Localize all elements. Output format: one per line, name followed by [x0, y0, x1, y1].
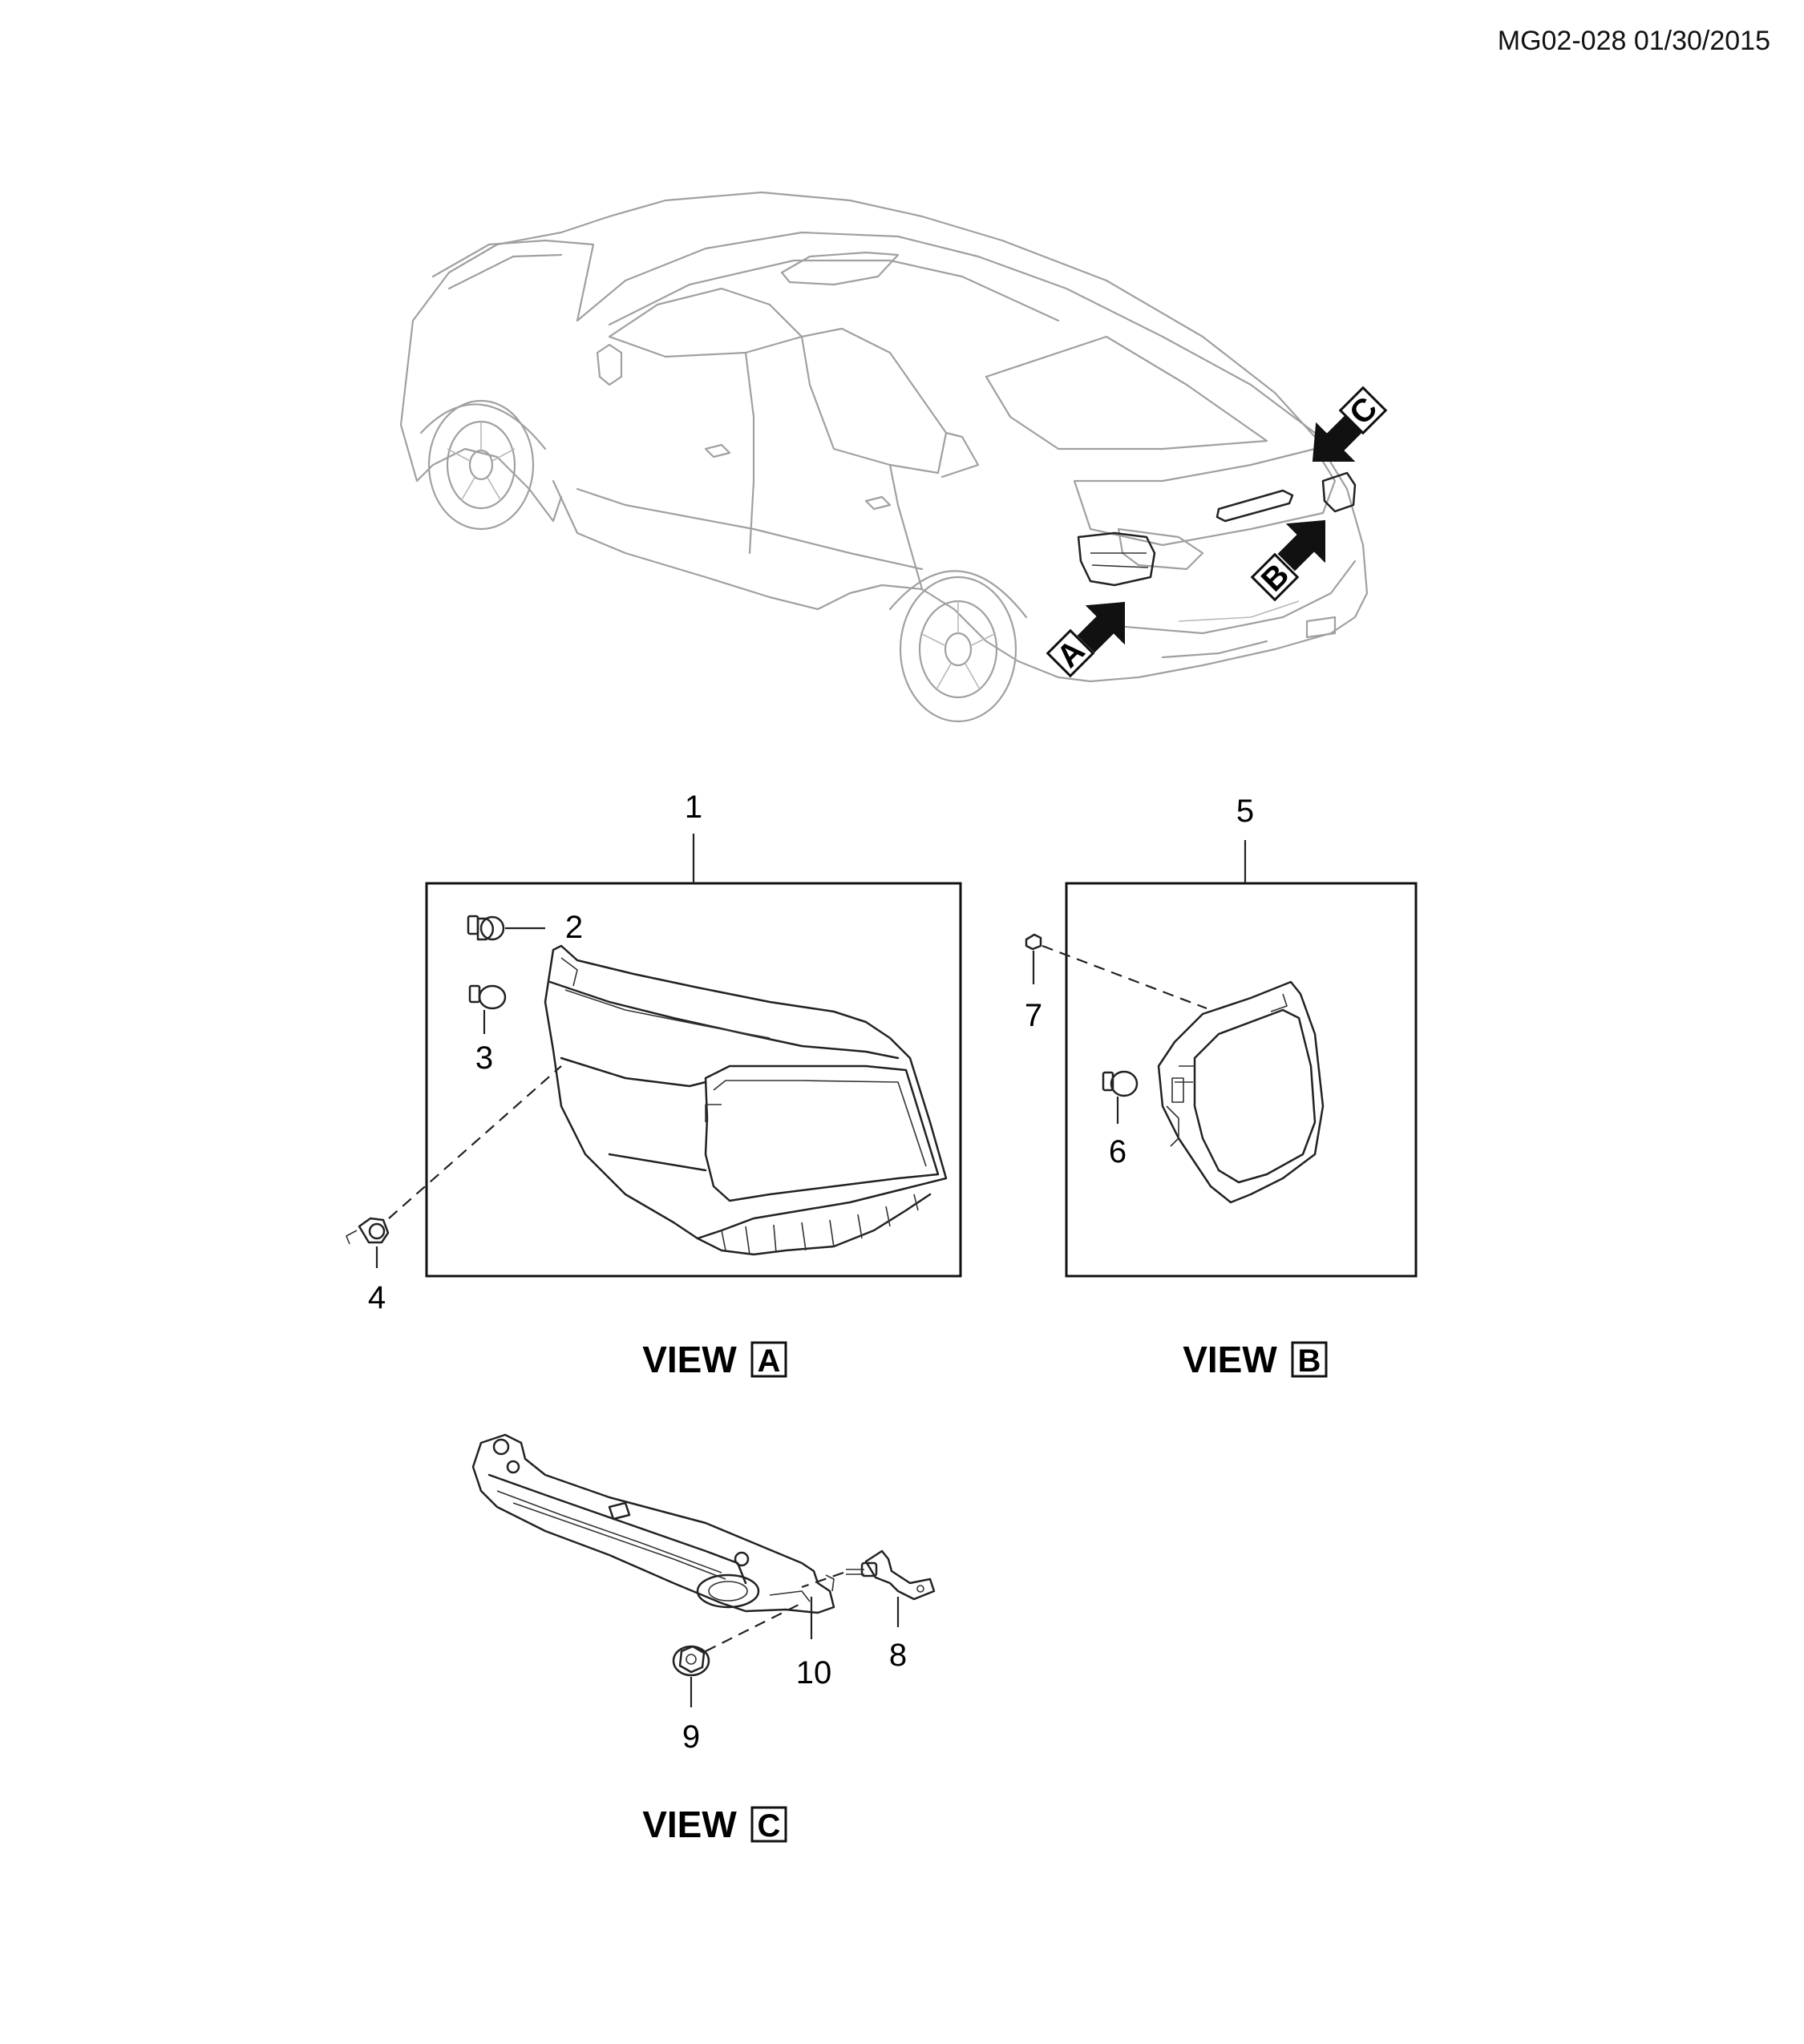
inner-tail-lamp: [1157, 980, 1325, 1204]
tail-lamp-assembly: [544, 944, 948, 1256]
callout-6: 6: [1109, 1134, 1126, 1169]
document-id-stamp: MG02-028 01/30/2015: [1497, 26, 1770, 56]
high-mount-stop-lamp: [471, 1433, 835, 1614]
arrow-c-group: C: [1312, 386, 1388, 462]
view-b-letter: B: [1298, 1343, 1321, 1379]
bolt-8-icon: [846, 1549, 936, 1601]
view-c-letter: C: [758, 1808, 781, 1844]
view-b-panel: 5 7 6 VIEW B: [1025, 794, 1418, 1380]
callout-2: 2: [565, 910, 583, 945]
callout-4: 4: [368, 1280, 386, 1315]
arrow-a-group: A: [1046, 601, 1125, 678]
callout-3: 3: [475, 1040, 493, 1076]
bulb-6-icon: [1102, 1070, 1139, 1097]
arrow-b-group: B: [1250, 519, 1325, 602]
callout-1: 1: [685, 790, 702, 825]
arrow-a-icon: [1077, 601, 1125, 653]
view-a-panel: 1 2 3: [346, 790, 962, 1380]
view-a-frame: [425, 882, 962, 1278]
screw-7-icon: [1025, 933, 1042, 951]
view-a-caption: VIEW: [642, 1339, 737, 1380]
callout-9: 9: [682, 1719, 700, 1755]
screw-4-icon: [346, 1217, 390, 1245]
bulb-3-icon: [468, 984, 507, 1010]
callout-8: 8: [889, 1638, 907, 1673]
callout-5: 5: [1236, 794, 1254, 829]
view-a-letter: A: [758, 1343, 781, 1379]
arrow-b-icon: [1277, 519, 1325, 572]
callout-10: 10: [796, 1655, 832, 1691]
view-c-caption: VIEW: [642, 1804, 737, 1845]
view-b-frame: [1065, 882, 1418, 1278]
view-b-caption: VIEW: [1183, 1339, 1277, 1380]
car-highlighted-parts: [1077, 471, 1357, 587]
car-illustration: [399, 191, 1369, 723]
nut-9-icon: [672, 1645, 710, 1677]
view-c-panel: 8 9 10 VIEW C: [471, 1433, 936, 1845]
callout-7: 7: [1025, 998, 1042, 1033]
bulb-2-icon: [467, 915, 505, 941]
